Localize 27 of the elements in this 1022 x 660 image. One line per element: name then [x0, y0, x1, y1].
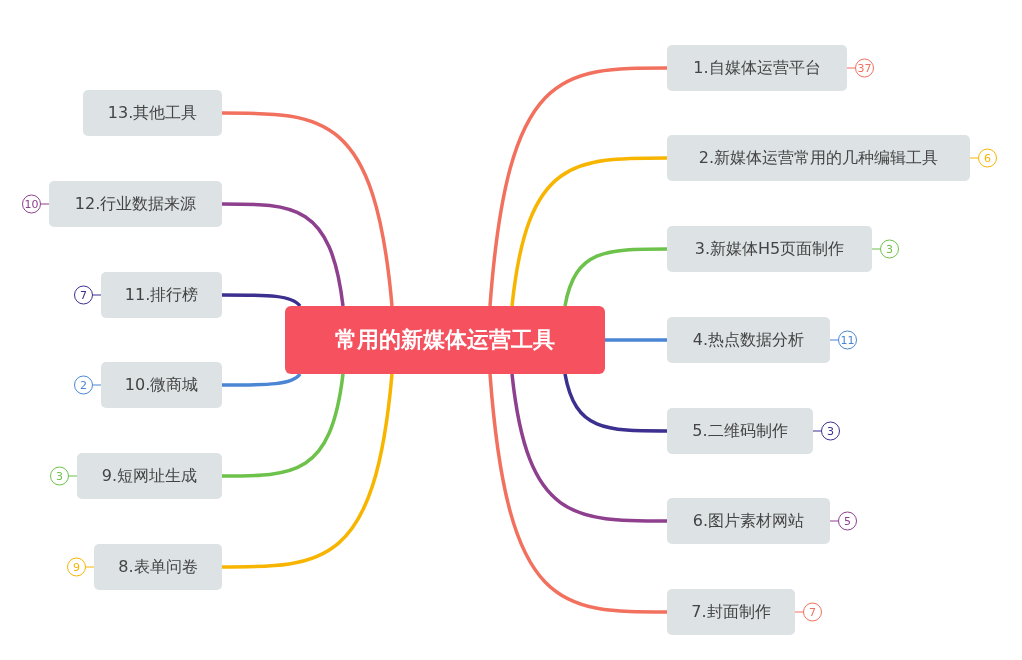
branch-line: [563, 247, 667, 307]
topic-label: 4.热点数据分析: [692, 329, 805, 351]
branch-line: [222, 293, 302, 308]
topic-label: 6.图片素材网站: [692, 510, 805, 532]
branch-line: [222, 202, 345, 307]
topic-label: 10.微商城: [124, 374, 199, 396]
branch-line: [510, 156, 667, 307]
branch-line: [510, 373, 667, 523]
topic-label: 2.新媒体运营常用的几种编辑工具: [698, 147, 939, 169]
topic-label: 1.自媒体运营平台: [693, 57, 821, 79]
topic-label: 11.排行榜: [124, 284, 199, 306]
topic-label: 5.二维码制作: [692, 420, 788, 442]
branch-line: [222, 111, 394, 307]
topic-label: 8.表单问卷: [118, 556, 198, 578]
branch-line: [488, 373, 667, 614]
branch-line: [563, 373, 667, 433]
central-topic-box: 常用的新媒体运营工具: [285, 306, 605, 374]
topic-label: 7.封面制作: [691, 601, 771, 623]
branch-line: [222, 373, 345, 478]
branch-line: [605, 338, 667, 342]
branch-line: [222, 373, 394, 569]
branch-line: [488, 66, 667, 307]
topic-label: 12.行业数据来源: [74, 193, 197, 215]
topic-label: 3.新媒体H5页面制作: [694, 238, 845, 260]
topic-box: 13.其他工具: [83, 90, 222, 136]
topic-label: 9.短网址生成: [101, 465, 198, 487]
branch-line: [222, 372, 302, 387]
